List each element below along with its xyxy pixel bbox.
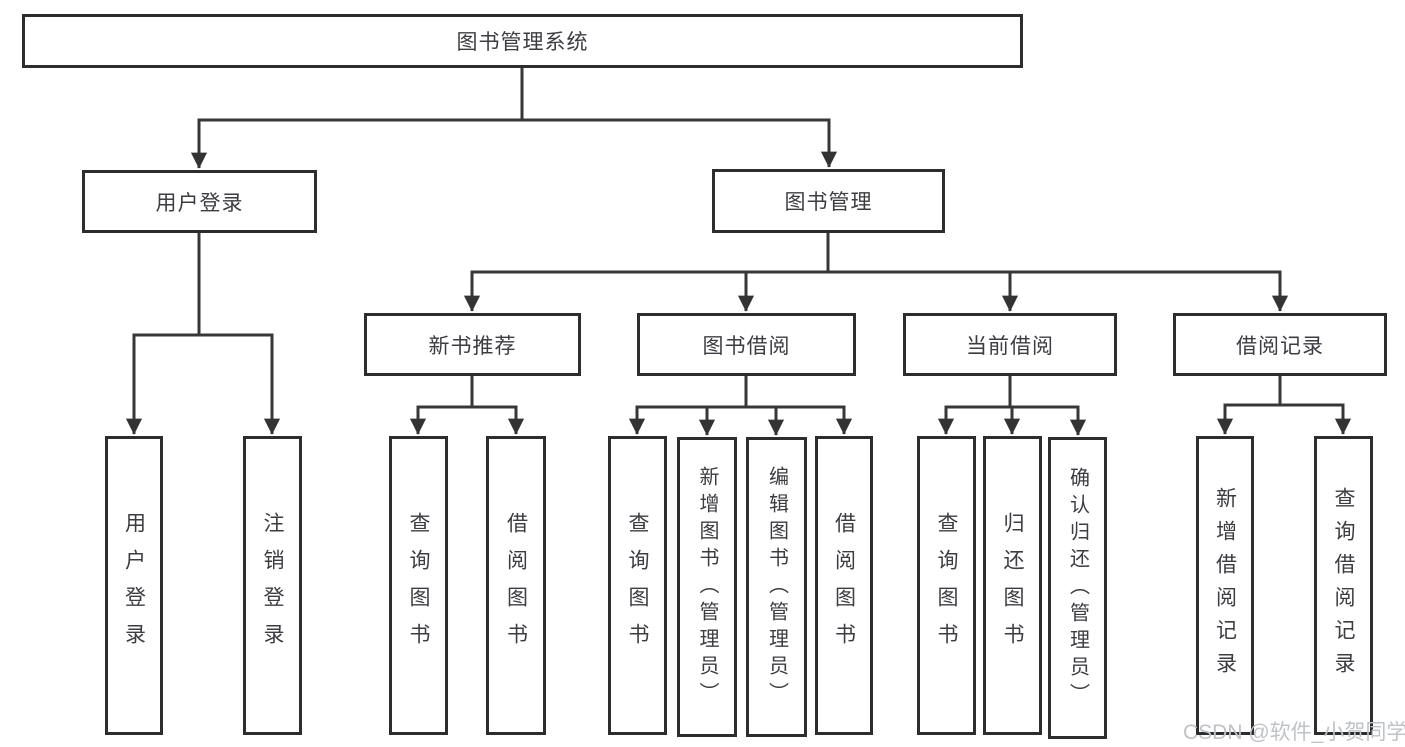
csdn-watermark: CSDN @软件_小贺同学 <box>1183 721 1405 744</box>
leaf-current-query-book: 查询图书 <box>917 436 976 735</box>
node-library-management-system: 图书管理系统 <box>22 14 1023 68</box>
leaf-logout: 注销登录 <box>243 436 302 735</box>
leaf-borrowing-add-book-admin: 新增图书（管理员） <box>677 437 737 737</box>
leaf-records-query-record: 查询借阅记录 <box>1314 436 1373 735</box>
node-new-book-recommend: 新书推荐 <box>364 313 581 376</box>
node-book-borrowing: 图书借阅 <box>637 313 856 376</box>
node-current-borrowing: 当前借阅 <box>903 313 1117 376</box>
node-borrowing-records: 借阅记录 <box>1173 313 1387 376</box>
leaf-borrowing-query-book: 查询图书 <box>608 436 667 735</box>
leaf-newbook-borrow-book: 借阅图书 <box>486 436 546 735</box>
leaf-records-add-record: 新增借阅记录 <box>1196 436 1254 735</box>
leaf-current-return-book: 归还图书 <box>983 436 1042 735</box>
leaf-current-confirm-return-admin: 确认归还（管理员） <box>1048 437 1107 739</box>
leaf-borrowing-borrow-book: 借阅图书 <box>815 436 873 735</box>
leaf-user-login: 用户登录 <box>105 436 163 735</box>
leaf-borrowing-edit-book-admin: 编辑图书（管理员） <box>746 437 807 737</box>
node-book-management: 图书管理 <box>712 169 945 233</box>
leaf-newbook-query-book: 查询图书 <box>389 436 448 735</box>
node-user-login: 用户登录 <box>82 170 317 233</box>
